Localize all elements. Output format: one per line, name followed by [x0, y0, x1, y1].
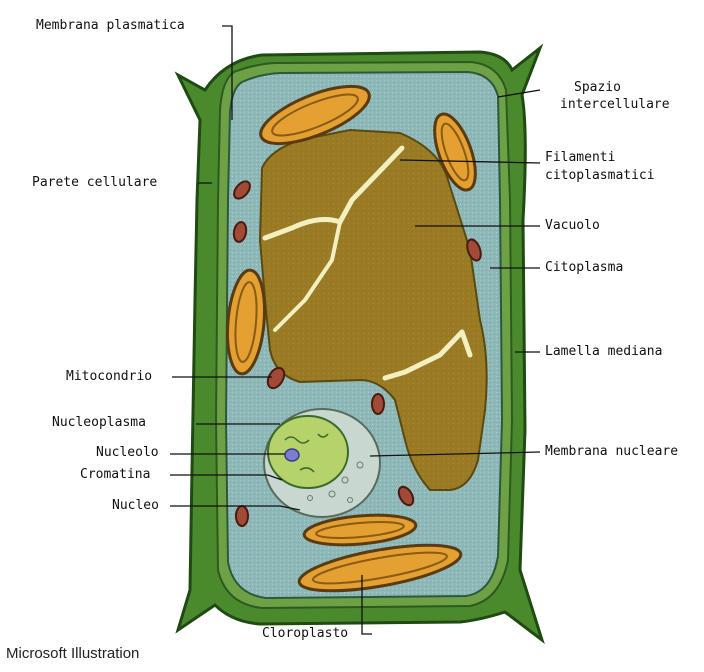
- nucleus: [264, 409, 380, 517]
- label-spazio-intercellulare-2: intercellulare: [560, 97, 670, 112]
- label-cloroplasto: Cloroplasto: [262, 626, 348, 641]
- label-filamenti-1: Filamenti: [545, 150, 615, 165]
- label-parete-cellulare: Parete cellulare: [32, 175, 157, 190]
- label-citoplasma: Citoplasma: [545, 260, 623, 275]
- label-spazio-intercellulare-1: Spazio: [574, 80, 621, 95]
- label-lamella-mediana: Lamella mediana: [545, 344, 662, 359]
- label-nucleoplasma: Nucleoplasma: [52, 415, 146, 430]
- label-membrana-nucleare: Membrana nucleare: [545, 444, 678, 459]
- label-nucleo: Nucleo: [112, 498, 159, 513]
- label-membrana-plasmatica: Membrana plasmatica: [36, 18, 185, 33]
- label-filamenti-2: citoplasmatici: [545, 168, 655, 183]
- label-nucleolo: Nucleolo: [96, 445, 159, 460]
- credit-text: Microsoft Illustration: [6, 645, 139, 662]
- label-mitocondrio: Mitocondrio: [66, 369, 152, 384]
- label-vacuolo: Vacuolo: [545, 218, 600, 233]
- label-cromatina: Cromatina: [80, 467, 150, 482]
